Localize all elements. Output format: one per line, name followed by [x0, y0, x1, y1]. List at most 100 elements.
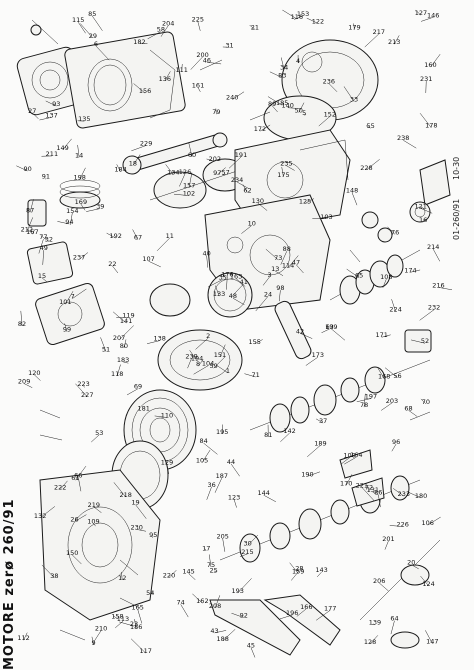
callout-leader [384, 540, 389, 550]
callout-leader [190, 56, 203, 70]
callout-number: 69 [134, 383, 142, 391]
callout-leader [113, 482, 126, 498]
callout-leader [208, 554, 212, 567]
callout-number: 62 [243, 187, 251, 195]
callout-number: 171 [376, 331, 388, 339]
callout-number: 29 [89, 32, 97, 40]
callout-number: 211 [46, 150, 58, 158]
callout-number: 43 [210, 627, 218, 635]
callout-number: 215 [241, 548, 253, 556]
callout-number: 131 [367, 486, 379, 494]
callout-leader [29, 199, 34, 213]
callout-leader [289, 562, 299, 574]
callout-number: 240 [226, 94, 238, 102]
callout-number: 173 [312, 351, 324, 359]
callout-leader [32, 229, 36, 235]
callout-leader [271, 105, 278, 113]
callout-leader [134, 619, 137, 629]
callout-number: 188 [216, 635, 228, 643]
callout-leader [340, 457, 350, 465]
callout-leader [137, 609, 143, 624]
callout-leader [16, 165, 28, 172]
callout-number: 189 [314, 439, 326, 447]
callout-leader [247, 534, 259, 546]
sprocket [409, 201, 431, 223]
callout-number: 4 [296, 57, 300, 65]
callout-number: 101 [59, 298, 71, 306]
callout-leader [318, 116, 330, 127]
callout-leader [213, 356, 226, 369]
callout-leader [241, 225, 252, 234]
callout-leader [269, 71, 283, 78]
callout-leader [232, 297, 245, 306]
callout-leader [438, 287, 453, 291]
callout-number: 67 [134, 234, 142, 242]
callout-number: 135 [78, 115, 90, 123]
callout-number: 186 [130, 623, 142, 631]
callout-leader [254, 339, 263, 345]
callout-leader [363, 393, 366, 408]
callout-leader [390, 620, 395, 635]
callout-number: 183 [117, 356, 129, 364]
callout-number: 47 [292, 259, 300, 267]
callout-number: 224 [389, 306, 401, 314]
callout-leader [150, 591, 154, 596]
callout-number: 210 [95, 625, 107, 633]
callout-number: 56 [393, 372, 401, 380]
callout-number: 123 [228, 493, 240, 501]
callout-leader [187, 358, 192, 369]
callout-number: 145 [182, 568, 194, 576]
callout-number: 165 [132, 603, 144, 611]
callout-leader [60, 480, 68, 490]
callout-number: 48 [229, 292, 237, 300]
water-pump-cover [149, 283, 191, 317]
callout-leader [217, 167, 226, 176]
callout-leader [40, 235, 50, 242]
callout-number: 22 [108, 260, 116, 268]
callout-number: 16 [419, 216, 427, 224]
callout-number: 137 [45, 111, 57, 119]
callout-number: 49 [40, 244, 48, 252]
callout-number: 176 [221, 270, 233, 278]
callout-leader [267, 96, 283, 106]
callout-number: 122 [312, 17, 324, 25]
callout-number: 129 [161, 458, 173, 466]
reference-code-top: 10-30 [452, 156, 461, 180]
callout-leader [328, 83, 338, 92]
callout-number: 10 [248, 219, 256, 227]
callout-number: 17 [202, 545, 210, 553]
callout-leader [279, 614, 293, 620]
callout-number: 136 [159, 75, 171, 83]
callout-number: 124 [422, 580, 434, 588]
callout-leader [160, 25, 169, 37]
callout-leader [295, 264, 304, 274]
callout-number: 166 [300, 603, 312, 611]
callout-number: 59 [209, 362, 217, 370]
callout-leader [206, 62, 222, 65]
callout-leader [95, 45, 110, 61]
callout-number: 116 [291, 13, 303, 21]
callout-leader [287, 255, 299, 268]
callout-number: 3 [267, 271, 271, 279]
callout-leader [420, 17, 434, 22]
callout-number: 57 [221, 168, 229, 176]
callout-number: 144 [257, 489, 269, 497]
callout-leader [77, 22, 86, 34]
callout-number: 178 [425, 122, 437, 130]
callout-number: 158 [111, 613, 123, 621]
callout-leader [197, 21, 201, 31]
callout-leader [262, 276, 270, 286]
callout-number: 46 [203, 56, 211, 64]
callout-number: 88 [283, 245, 291, 253]
callout-leader [415, 9, 422, 16]
callout-number: 161 [192, 82, 204, 90]
callout-leader [146, 340, 160, 344]
callout-number: 238 [397, 134, 409, 142]
reference-code-bottom: 01-260/91 [452, 198, 461, 240]
callout-leader [189, 350, 198, 361]
callout-leader [72, 288, 87, 299]
callout-leader [193, 365, 209, 375]
callout-leader [147, 31, 161, 40]
callout-leader [214, 595, 221, 609]
